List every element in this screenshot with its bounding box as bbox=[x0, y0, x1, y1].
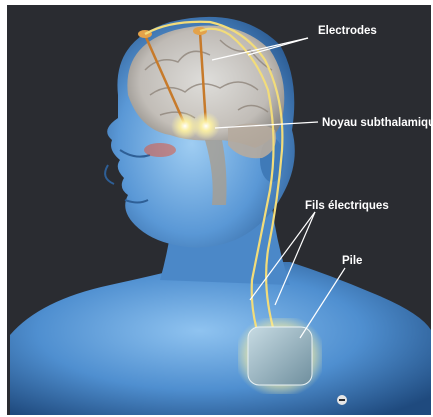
target-glow-right bbox=[192, 112, 220, 140]
label-pile: Pile bbox=[342, 255, 362, 267]
logo-mark-bar bbox=[339, 399, 345, 401]
label-fils: Fils électriques bbox=[305, 200, 389, 212]
label-noyau: Noyau subthalamique bbox=[322, 117, 433, 129]
highlight-region bbox=[144, 143, 176, 157]
label-electrodes: Electrodes bbox=[318, 25, 377, 37]
battery-device bbox=[248, 327, 312, 385]
